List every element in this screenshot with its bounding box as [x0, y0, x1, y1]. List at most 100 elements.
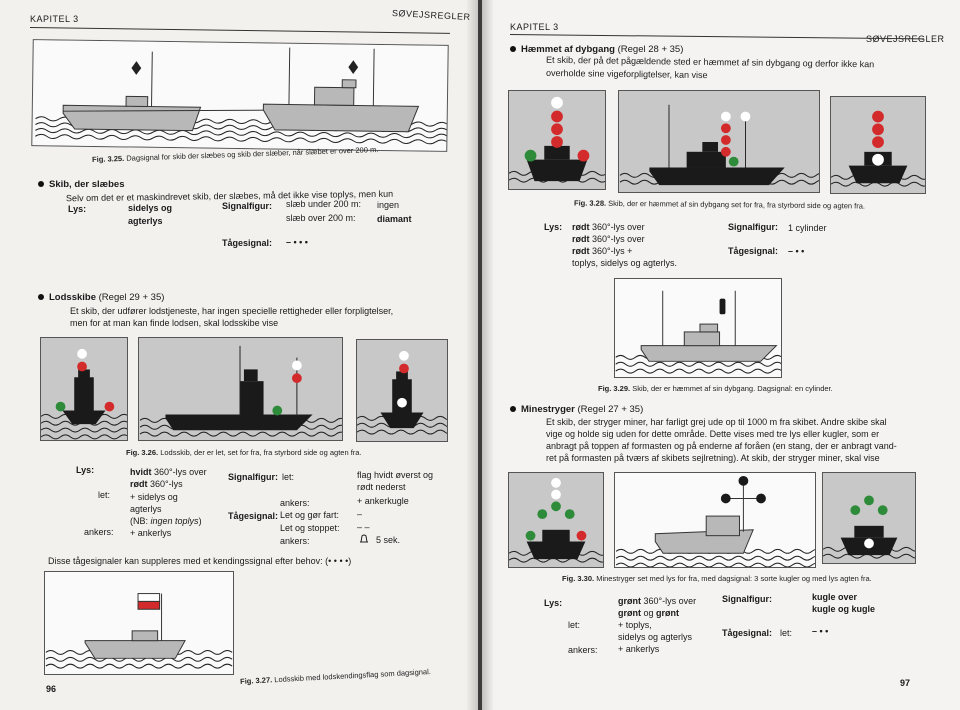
caption-number: Fig. 3.25. [91, 153, 125, 164]
bell-icon-svg [360, 534, 368, 543]
towed-lys-val1: sidelys og [128, 203, 173, 213]
figure-3-30-front [508, 472, 604, 568]
minesweeper-tage-let: let: [780, 628, 793, 638]
minesweeper-front-illustration [509, 473, 603, 567]
pilot-signal-label: Signalfigur: [228, 472, 278, 482]
minesweeper-tage-label: Tågesignal: [722, 628, 773, 638]
draught-side-illustration [619, 91, 819, 192]
header-chapter: KAPITEL 3 [510, 22, 559, 32]
caption-number: Fig. 3.29. [598, 384, 631, 393]
header-rule [509, 34, 924, 40]
draught-stern-illustration [831, 97, 925, 193]
pilot-stern-illustration [357, 340, 447, 441]
minesweeper-lys-row2: grønt og grønt [618, 608, 680, 618]
figure-3-29 [614, 278, 782, 378]
section-title: Minestryger [521, 404, 575, 415]
draught-lys-label: Lys: [544, 222, 563, 232]
bullet-icon [38, 181, 44, 188]
towed-signal-row1: slæb under 200 m: [286, 199, 362, 209]
minesweeper-signal-val1: kugle over [812, 592, 858, 602]
section-title: Hæmmet af dybgang [521, 44, 615, 55]
draught-lys-row2: rødt 360°-lys over [572, 234, 645, 244]
draught-lys-row4: toplys, sidelys og agterlys. [572, 258, 678, 268]
minesweeper-lys-row4: sidelys og agterlys [618, 632, 693, 642]
fig-3-28-caption: Fig. 3.28. Skib, der er hæmmet af sin dy… [574, 198, 865, 210]
section-towed-heading: Skib, der slæbes [38, 179, 125, 190]
minesweeper-tage-val: – • • [812, 626, 829, 636]
section-minesweeper-text2: vige og holde sig uden for dette område.… [546, 429, 880, 439]
pilot-let-label: let: [98, 490, 111, 500]
figure-3-28-side [618, 90, 820, 193]
figure-3-25 [31, 39, 449, 152]
towed-lys-val2: agterlys [128, 216, 163, 226]
section-rule-ref: (Regel 28 + 35) [617, 44, 684, 55]
section-title: Skib, der slæbes [49, 179, 125, 190]
minesweeper-side-illustration [615, 473, 815, 567]
caption-number: Fig. 3.26. [126, 448, 159, 457]
pilot-lys-row5: (NB: ingen toplys) [130, 516, 202, 526]
pilot-signal-val2: rødt nederst [357, 482, 406, 492]
towed-tage-val: – • • • [286, 237, 308, 247]
header-rule [29, 27, 450, 34]
section-title: Lodsskibe [49, 292, 96, 303]
section-pilot-heading: Lodsskibe (Regel 29 + 35) [38, 292, 164, 303]
caption-text: Lodsskib, der er let, set for fra, fra s… [160, 448, 362, 457]
minesweeper-stern-illustration [823, 473, 915, 563]
caption-text: Skib, der er hæmmet af sin dybgang. Dags… [632, 384, 833, 393]
book-gutter [466, 0, 494, 710]
page-number: 97 [900, 678, 911, 688]
pilot-tage-row2: Let og stoppet: [280, 523, 340, 533]
pilot-extra-text: Disse tågesignaler kan suppleres med et … [48, 556, 352, 566]
towed-lys-label: Lys: [68, 204, 87, 214]
header-chapter: KAPITEL 3 [30, 14, 79, 24]
section-pilot-text2: men for at man kan finde lodsen, skal lo… [70, 318, 279, 328]
minesweeper-lys-label: Lys: [544, 598, 563, 608]
pilot-signal-ankers: ankers: [280, 498, 310, 508]
minesweeper-lys-row3: + toplys, [618, 620, 652, 630]
pilot-tage-row2-val: – – [357, 522, 370, 532]
cylinder-illustration [615, 279, 781, 377]
caption-text: Skib, der er hæmmet af sin dybgang set f… [608, 198, 866, 211]
pilot-tage-row3-val: 5 sek. [376, 535, 401, 545]
page-number: 96 [46, 684, 57, 694]
draught-signal-val: 1 cylinder [788, 223, 827, 233]
minesweeper-signal-label: Signalfigur: [722, 594, 772, 604]
towed-signal-label: Signalfigur: [222, 201, 272, 211]
figure-3-30-stern [822, 472, 916, 564]
fig-3-26-caption: Fig. 3.26. Lodsskib, der er let, set for… [126, 448, 362, 457]
pilot-signal-val1: flag hvidt øverst og [357, 470, 434, 480]
caption-text: Minestryger set med lys for fra, med dag… [596, 574, 872, 583]
pilot-flag-illustration [45, 572, 233, 674]
minesweeper-lys-row1: grønt 360°-lys over [618, 596, 697, 606]
minesweeper-ankers-label: ankers: [568, 645, 598, 655]
draught-front-illustration [509, 91, 605, 189]
figure-3-30-side [614, 472, 816, 568]
page-right: KAPITEL 3 SØVEJSREGLER Hæmmet af dybgang… [482, 0, 960, 710]
pilot-signal-let: let: [282, 472, 295, 482]
draught-tage-label: Tågesignal: [728, 246, 779, 256]
towed-tage-label: Tågesignal: [222, 238, 273, 248]
section-minesweeper-text4: ret på formasten på tværs af skibets sej… [546, 453, 880, 463]
section-pilot-text1: Et skib, der udfører lodstjeneste, har i… [70, 306, 394, 316]
caption-number: Fig. 3.30. [562, 574, 595, 583]
pilot-lys-row6: + ankerlys [130, 528, 172, 538]
pilot-tage-row1: Let og gør fart: [280, 510, 340, 520]
section-minesweeper-text3: anbragt på toppen af formasten og på end… [546, 441, 897, 451]
draught-tage-val: – • • [788, 246, 805, 256]
caption-number: Fig. 3.27. [239, 675, 273, 686]
figure-3-28-stern [830, 96, 926, 194]
section-minesweeper-text1: Et skib, der stryger miner, har farligt … [546, 417, 887, 427]
bell-icon [358, 533, 370, 547]
minesweeper-lys-row5: + ankerlys [618, 644, 660, 654]
pilot-side-illustration [139, 338, 342, 440]
pilot-tage-label: Tågesignal: [228, 511, 279, 521]
section-rule-ref: (Regel 29 + 35) [98, 292, 165, 303]
section-minesweeper-heading: Minestryger (Regel 27 + 35) [510, 404, 643, 415]
section-draught-heading: Hæmmet af dybgang (Regel 28 + 35) [510, 44, 683, 55]
draught-lys-row3: rødt 360°-lys + [572, 246, 633, 256]
pilot-tage-row3: ankers: [280, 536, 310, 546]
towed-signal-row2: slæb over 200 m: [286, 213, 356, 223]
pilot-lys-row3: + sidelys og [130, 492, 178, 502]
pilot-lys-row2: rødt 360°-lys [130, 479, 183, 489]
